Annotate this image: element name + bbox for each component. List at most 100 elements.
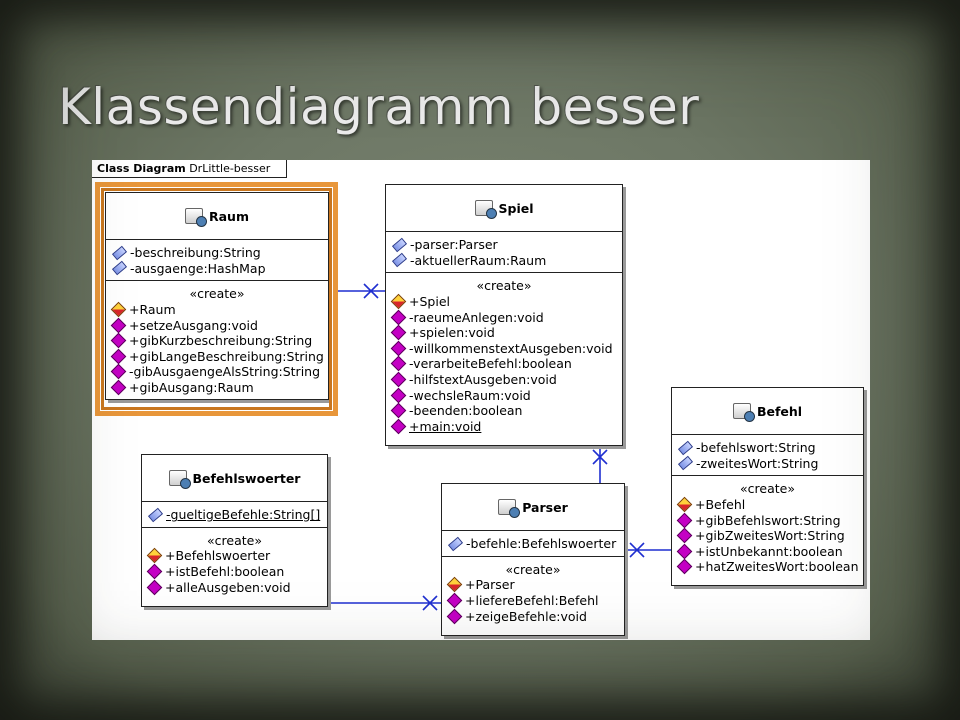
method-text: +gibZweitesWort:String: [695, 528, 845, 544]
field-text: -aktuellerRaum:Raum: [410, 252, 547, 268]
method-text: +zeigeBefehle:void: [465, 608, 587, 624]
method-icon: [146, 563, 163, 580]
create-stereotype: «create»: [740, 481, 795, 497]
method-row: +main:void: [390, 418, 622, 435]
field-text: -gueltigeBefehle:String[]: [166, 507, 321, 523]
field-text: -ausgaenge:HashMap: [130, 260, 266, 276]
constructor-row: +Parser: [446, 577, 624, 593]
class-icon: [168, 470, 191, 489]
method-icon: [390, 418, 407, 435]
method-icon: [676, 543, 693, 560]
methods-section: «create» +Befehlswoerter +istBefehl:bool…: [142, 528, 327, 599]
field-icon: [147, 507, 164, 523]
method-row: +setzeAusgang:void: [110, 317, 328, 333]
constructor-icon: [146, 548, 163, 564]
field-row: -gueltigeBefehle:String[]: [147, 507, 327, 523]
field-text: -parser:Parser: [410, 237, 498, 253]
method-text: +gibBefehlswort:String: [695, 512, 841, 528]
method-text: -verarbeiteBefehl:boolean: [409, 356, 572, 372]
method-text: -gibAusgaengeAlsString:String: [129, 364, 321, 380]
create-stereotype: «create»: [189, 286, 245, 302]
class-parser-header: Parser: [442, 484, 624, 531]
diagram-tab-kind: Class Diagram: [97, 162, 186, 175]
constructor-row: +Spiel: [390, 293, 622, 310]
field-icon: [677, 440, 694, 456]
method-icon: [390, 402, 407, 419]
method-text: +alleAusgeben:void: [165, 579, 291, 595]
class-name: Spiel: [498, 200, 534, 216]
methods-section: «create» +Befehl +gibBefehlswort:String …: [672, 476, 863, 579]
field-row: -befehle:Befehlswoerter: [447, 536, 624, 552]
constructor-row: +Befehl: [676, 496, 863, 513]
method-icon: [676, 527, 693, 544]
fields-section: -gueltigeBefehle:String[]: [142, 502, 327, 528]
diagram-tab-name: DrLittle-besser: [189, 162, 271, 175]
method-icon: [390, 340, 407, 357]
method-row: +gibKurzbeschreibung:String: [110, 332, 328, 349]
method-row: -raeumeAnlegen:void: [390, 309, 622, 325]
methods-section: «create» +Parser +liefereBefehl:Befehl +…: [442, 557, 624, 628]
create-stereotype: «create»: [207, 532, 262, 548]
method-icon: [676, 559, 693, 575]
field-text: -befehlswort:String: [696, 440, 816, 456]
method-row: +hatZweitesWort:boolean: [676, 559, 863, 575]
class-icon: [498, 499, 521, 518]
constructor-icon: [676, 496, 693, 513]
method-text: -beenden:boolean: [409, 403, 523, 419]
method-text: +spielen:void: [409, 325, 495, 341]
create-stereotype: «create»: [476, 278, 532, 294]
method-row: -wechsleRaum:void: [390, 387, 622, 403]
field-text: -befehle:Befehlswoerter: [466, 536, 617, 552]
class-name: Raum: [209, 208, 249, 224]
x-marker: [629, 542, 645, 558]
fields-section: -befehlswort:String -zweitesWort:String: [672, 435, 863, 477]
fields-section: -befehle:Befehlswoerter: [442, 531, 624, 557]
method-text: +main:void: [409, 418, 482, 434]
method-row: +gibBefehlswort:String: [676, 512, 863, 528]
constructor-text: +Raum: [129, 302, 176, 318]
class-raum-header: Raum: [106, 193, 328, 240]
method-text: -raeumeAnlegen:void: [409, 309, 544, 325]
method-row: +alleAusgeben:void: [146, 579, 327, 595]
field-icon: [677, 456, 694, 471]
constructor-icon: [390, 293, 407, 310]
method-text: +istUnbekannt:boolean: [695, 543, 843, 559]
method-text: +gibKurzbeschreibung:String: [129, 333, 313, 349]
constructor-icon: [446, 577, 463, 593]
class-parser[interactable]: Parser -befehle:Befehlswoerter «create» …: [441, 483, 625, 636]
class-icon: [474, 200, 497, 219]
method-row: +spielen:void: [390, 324, 622, 341]
method-text: +gibLangeBeschreibung:String: [129, 348, 324, 364]
method-row: -beenden:boolean: [390, 402, 622, 419]
method-icon: [146, 579, 163, 595]
class-name: Parser: [522, 499, 568, 515]
field-row: -befehlswort:String: [677, 440, 863, 456]
class-befehl[interactable]: Befehl -befehlswort:String -zweitesWort:…: [671, 387, 864, 586]
class-spiel-header: Spiel: [386, 185, 622, 232]
diagram-tab: Class Diagram DrLittle-besser: [92, 160, 288, 178]
method-icon: [390, 324, 407, 341]
class-raum[interactable]: Raum -beschreibung:String -ausgaenge:Has…: [105, 192, 329, 400]
method-row: +gibZweitesWort:String: [676, 527, 863, 544]
class-befehlswoerter-header: Befehlswoerter: [142, 455, 327, 502]
class-icon: [732, 403, 755, 422]
method-icon: [446, 608, 463, 624]
field-icon: [391, 253, 408, 268]
class-befehlswoerter[interactable]: Befehlswoerter -gueltigeBefehle:String[]…: [141, 454, 328, 607]
method-text: -willkommenstextAusgeben:void: [409, 340, 613, 356]
method-text: +istBefehl:boolean: [165, 564, 285, 580]
method-icon: [390, 309, 407, 325]
field-icon: [447, 536, 464, 552]
method-row: -gibAusgaengeAlsString:String: [110, 364, 328, 380]
method-text: +setzeAusgang:void: [129, 317, 258, 333]
method-icon: [390, 371, 407, 388]
class-spiel[interactable]: Spiel -parser:Parser -aktuellerRaum:Raum…: [385, 184, 623, 446]
method-text: +hatZweitesWort:boolean: [695, 559, 859, 575]
create-stereotype: «create»: [505, 561, 561, 577]
method-row: +liefereBefehl:Befehl: [446, 592, 624, 609]
method-text: +liefereBefehl:Befehl: [465, 593, 599, 609]
class-name: Befehl: [756, 403, 803, 419]
highlight-frame-inner: [101, 188, 332, 410]
constructor-text: +Spiel: [409, 294, 450, 310]
